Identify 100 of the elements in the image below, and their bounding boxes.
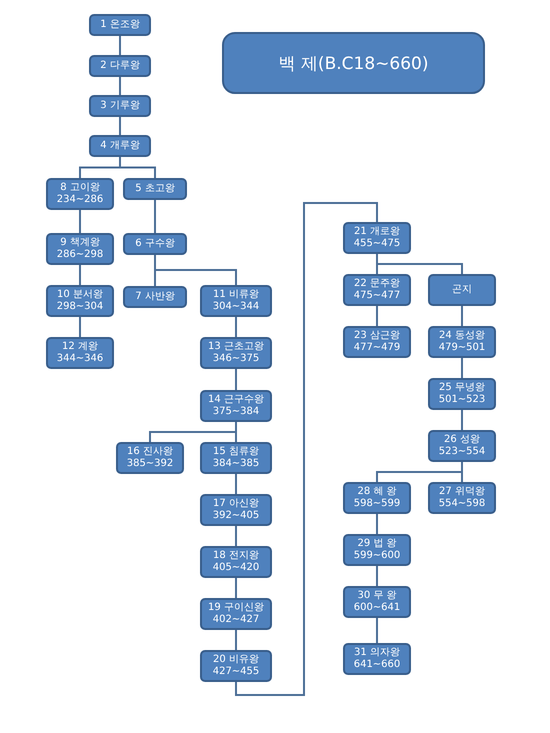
ruler-box	[200, 285, 272, 317]
ruler-name: 28 혜 왕	[357, 486, 397, 498]
ruler-name: 25 무녕왕	[439, 382, 485, 394]
connector-line	[376, 514, 378, 534]
ruler-name: 1 온조왕	[100, 19, 140, 31]
ruler-box	[123, 286, 187, 308]
connector-line	[119, 157, 156, 178]
ruler-box	[428, 482, 496, 514]
ruler-box	[428, 326, 496, 358]
connector-line	[461, 358, 463, 378]
ruler-box	[200, 650, 272, 682]
connector-line	[154, 200, 156, 233]
ruler-box	[343, 586, 411, 618]
connector-line	[119, 117, 121, 135]
ruler-box	[343, 482, 411, 514]
ruler-box	[123, 233, 187, 255]
reign-years: 384~385	[212, 458, 260, 470]
connector-line	[376, 618, 378, 643]
ruler-name: 4 개루왕	[100, 140, 140, 152]
connector-line	[235, 369, 237, 390]
reign-years: 375~384	[212, 406, 260, 418]
ruler-box	[343, 274, 411, 306]
reign-years: 344~346	[56, 353, 104, 365]
ruler-name: 30 무 왕	[357, 590, 397, 602]
ruler-name: 곤지	[452, 284, 472, 296]
ruler-box	[46, 178, 114, 210]
ruler-name: 2 다루왕	[100, 60, 140, 72]
ruler-box	[46, 337, 114, 369]
reign-years: 346~375	[212, 353, 260, 365]
reign-years: 641~660	[354, 659, 400, 671]
connector-line	[119, 36, 121, 55]
connector-line	[235, 526, 237, 546]
reign-years: 599~600	[354, 550, 400, 562]
reign-years: 479~501	[438, 342, 486, 354]
reign-years: 523~554	[438, 446, 486, 458]
reign-years: 554~598	[438, 498, 486, 510]
reign-years: 402~427	[212, 614, 260, 626]
reign-years: 475~477	[354, 290, 400, 302]
ruler-name: 5 초고왕	[135, 183, 175, 195]
ruler-name: 24 동성왕	[439, 330, 485, 342]
ruler-box	[116, 442, 184, 474]
ruler-box	[428, 378, 496, 410]
connector-line	[79, 265, 81, 285]
ruler-box	[200, 546, 272, 578]
ruler-name: 12 계왕	[62, 341, 98, 353]
ruler-box	[46, 285, 114, 317]
connector-line	[376, 566, 378, 586]
ruler-box	[343, 534, 411, 566]
connector-line	[461, 462, 463, 482]
ruler-box	[428, 430, 496, 462]
ruler-name: 31 의자왕	[354, 647, 400, 659]
connector-line	[235, 422, 237, 442]
ruler-box	[123, 178, 187, 200]
ruler-name: 14 근구수왕	[208, 394, 264, 406]
connector-line	[235, 578, 237, 598]
ruler-box	[200, 598, 272, 630]
ruler-name: 22 문주왕	[354, 278, 400, 290]
connector-line	[79, 317, 81, 337]
ruler-box	[89, 135, 151, 157]
reign-years: 455~475	[354, 238, 400, 250]
ruler-name: 9 책계왕	[60, 237, 100, 249]
connector-line	[461, 410, 463, 430]
ruler-name: 20 비유왕	[213, 654, 259, 666]
ruler-box	[343, 643, 411, 675]
ruler-name: 6 구수왕	[135, 238, 175, 250]
ruler-name: 21 개로왕	[354, 226, 400, 238]
ruler-box	[343, 326, 411, 358]
ruler-name: 29 법 왕	[357, 538, 397, 550]
ruler-name: 7 사반왕	[135, 291, 175, 303]
connector-line	[119, 77, 121, 95]
connector-line	[235, 474, 237, 494]
ruler-box	[200, 494, 272, 526]
reign-years: 304~344	[212, 301, 260, 313]
reign-years: 385~392	[126, 458, 174, 470]
reign-years: 598~599	[354, 498, 400, 510]
ruler-name: 16 진사왕	[127, 446, 173, 458]
ruler-name: 11 비류왕	[213, 289, 259, 301]
ruler-name: 26 성왕	[444, 434, 480, 446]
ruler-name: 15 침류왕	[213, 446, 259, 458]
reign-years: 234~286	[56, 194, 104, 206]
ruler-box	[89, 14, 151, 36]
ruler-box	[89, 55, 151, 77]
reign-years: 600~641	[354, 602, 400, 614]
ruler-box	[428, 274, 496, 306]
reign-years: 286~298	[56, 249, 104, 261]
ruler-name: 10 분서왕	[57, 289, 103, 301]
title-banner: 백 제(B.C18~660)	[222, 32, 485, 94]
ruler-name: 13 근초고왕	[208, 341, 264, 353]
connector-line	[235, 202, 378, 696]
ruler-name: 27 위덕왕	[439, 486, 485, 498]
ruler-box	[200, 337, 272, 369]
reign-years: 501~523	[438, 394, 486, 406]
ruler-box	[46, 233, 114, 265]
reign-years: 392~405	[212, 510, 260, 522]
connector-line	[461, 306, 463, 326]
ruler-name: 19 구이신왕	[208, 602, 264, 614]
ruler-name: 8 고이왕	[60, 182, 100, 194]
ruler-name: 17 아신왕	[213, 498, 259, 510]
connector-line	[235, 630, 237, 650]
reign-years: 477~479	[354, 342, 400, 354]
